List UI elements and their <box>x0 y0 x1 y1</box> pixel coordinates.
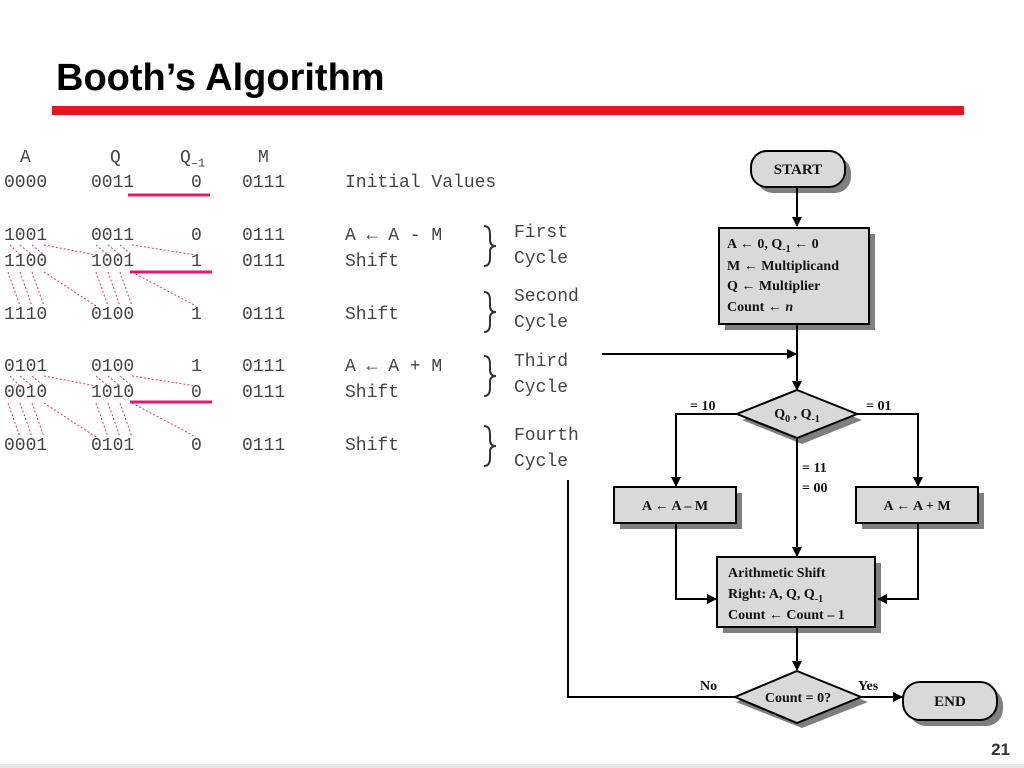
cycle1-line1: First <box>514 223 569 243</box>
footer-rule <box>0 764 1024 768</box>
init-box: A ← 0, Q-1 ← 0 M ← Multiplicand Q ← Mult… <box>718 227 870 325</box>
row4-op: A ← A + M <box>345 357 443 377</box>
row4-m: 0111 <box>242 357 286 377</box>
subtract-box: A ← A – M <box>613 486 737 524</box>
svg-text:Arithmetic Shift: Arithmetic Shift <box>728 566 826 581</box>
row0-q1: 0 <box>191 173 202 193</box>
label-01: = 01 <box>866 399 891 414</box>
row5-op: Shift <box>345 383 400 403</box>
row0-a: 0000 <box>4 173 48 193</box>
svg-text:START: START <box>774 162 822 178</box>
row3-m: 0111 <box>242 305 286 325</box>
label-yes: Yes <box>858 679 879 694</box>
cycle3-line1: Third <box>514 352 569 372</box>
label-no: No <box>700 679 717 694</box>
row0-op: Initial Values <box>345 173 497 193</box>
header-a: A <box>20 148 31 168</box>
svg-text:Right: A, Q, Q-1: Right: A, Q, Q-1 <box>728 587 823 605</box>
row5-q1: 0 <box>191 383 202 403</box>
row6-a: 0001 <box>4 436 48 456</box>
row4-q: 0100 <box>91 357 135 377</box>
init-line4: Count ← n <box>727 300 793 315</box>
row1-q: 0011 <box>91 226 135 246</box>
init-line3: Q ← Multiplier <box>727 279 820 294</box>
row3-q1: 1 <box>191 305 202 325</box>
cycle2-line1: Second <box>514 287 579 307</box>
label-00: = 00 <box>802 481 827 496</box>
header-q: Q <box>110 148 121 168</box>
cycle-braces <box>483 225 497 467</box>
row1-q1: 0 <box>191 226 202 246</box>
row3-op: Shift <box>345 305 400 325</box>
end-terminal: END <box>902 681 998 721</box>
row4-q1: 1 <box>191 357 202 377</box>
svg-text:A ← A – M: A ← A – M <box>642 499 708 514</box>
slide-title: Booth’s Algorithm <box>56 57 385 99</box>
svg-text:Q0 , Q-1: Q0 , Q-1 <box>774 407 820 425</box>
brace-first-cycle <box>483 225 497 267</box>
title-rule <box>52 106 964 115</box>
row5-a: 0010 <box>4 383 48 403</box>
header-q-minus-1: Q–1 <box>180 148 206 171</box>
row2-a: 1100 <box>4 252 48 272</box>
cycle3-line2: Cycle <box>514 378 569 398</box>
brace-fourth-cycle <box>483 425 497 467</box>
page-number: 21 <box>991 740 1010 759</box>
svg-text:A ← A + M: A ← A + M <box>883 499 950 514</box>
shift-box: Arithmetic Shift Right: A, Q, Q-1 Count … <box>716 556 876 628</box>
row2-op: Shift <box>345 252 400 272</box>
cycle4-line1: Fourth <box>514 426 579 446</box>
row5-q: 1010 <box>91 383 135 403</box>
label-10: = 10 <box>690 399 715 414</box>
start-terminal: START <box>750 150 846 188</box>
label-11: = 11 <box>802 461 827 476</box>
row2-m: 0111 <box>242 252 286 272</box>
row6-m: 0111 <box>242 436 286 456</box>
row1-a: 1001 <box>4 226 48 246</box>
brace-second-cycle <box>483 291 497 333</box>
row3-q: 0100 <box>91 305 135 325</box>
svg-text:END: END <box>934 694 966 710</box>
row1-m: 0111 <box>242 226 286 246</box>
row2-q1: 1 <box>191 252 202 272</box>
svg-text:Count = 0?: Count = 0? <box>765 691 831 706</box>
shift-dotted-lines <box>7 244 197 438</box>
init-line2: M ← Multiplicand <box>727 259 839 274</box>
cycle4-line2: Cycle <box>514 452 569 472</box>
row6-op: Shift <box>345 436 400 456</box>
init-line1: A ← 0, Q-1 ← 0 <box>727 237 819 255</box>
add-box: A ← A + M <box>855 486 979 524</box>
row1-op: A ← A - M <box>345 226 443 246</box>
cycle2-line2: Cycle <box>514 313 569 333</box>
row6-q: 0101 <box>91 436 135 456</box>
booth-table: A Q Q–1 M 0000 0011 0 0111 Initial Value… <box>0 0 620 480</box>
row2-q: 1001 <box>91 252 135 272</box>
brace-third-cycle <box>483 355 497 397</box>
row5-m: 0111 <box>242 383 286 403</box>
cycle1-line2: Cycle <box>514 249 569 269</box>
row4-a: 0101 <box>4 357 48 377</box>
svg-text:Count ← Count – 1: Count ← Count – 1 <box>728 608 845 623</box>
q-decision: Q0 , Q-1 <box>734 388 860 440</box>
row0-m: 0111 <box>242 173 286 193</box>
row6-q1: 0 <box>191 436 202 456</box>
header-m: M <box>258 148 269 168</box>
count-decision: Count = 0? <box>732 669 864 725</box>
row0-q: 0011 <box>91 173 135 193</box>
row3-a: 1110 <box>4 305 48 325</box>
